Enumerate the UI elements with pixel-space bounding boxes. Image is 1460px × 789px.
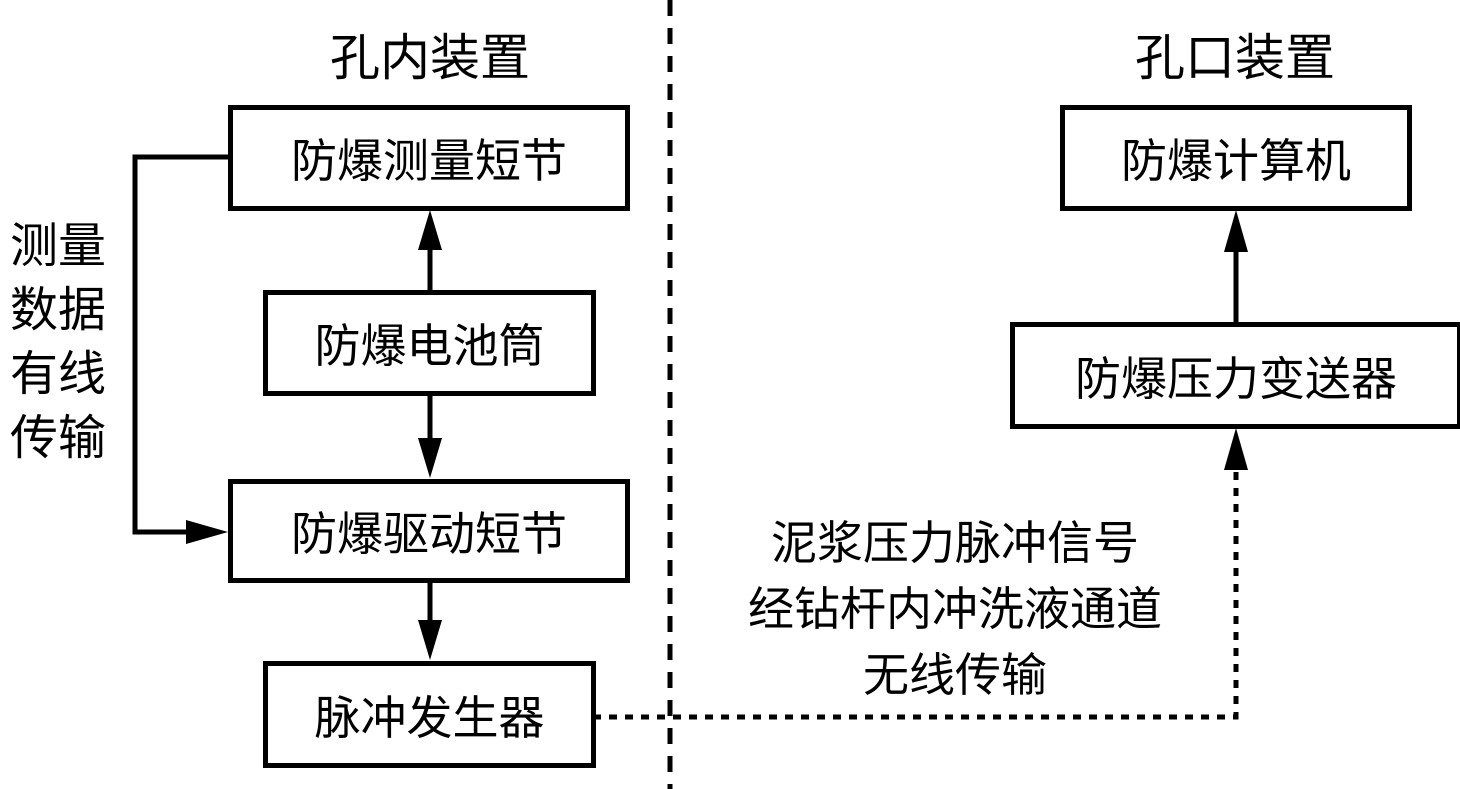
wireless-transfer-arrowhead bbox=[1224, 428, 1248, 470]
wired-label-line: 有线 bbox=[9, 346, 106, 402]
wired-transfer-arrowhead bbox=[186, 520, 228, 544]
wireless-label-line: 经钻杆内冲洗液通道 bbox=[748, 582, 1162, 636]
measurement-sub-box: 防爆测量短节 bbox=[228, 105, 630, 211]
wired-label-line: 传输 bbox=[9, 410, 106, 466]
wireless-label-line: 无线传输 bbox=[863, 648, 1047, 702]
computer-box: 防爆计算机 bbox=[1060, 105, 1412, 211]
measurement-sub-label: 防爆测量短节 bbox=[291, 134, 567, 188]
pressure-transmitter-label: 防爆压力变送器 bbox=[1075, 351, 1397, 406]
battery-tube-box: 防爆电池筒 bbox=[263, 290, 596, 396]
wired-label-line: 测量 bbox=[9, 218, 106, 274]
wireless-transfer-line bbox=[593, 470, 1239, 720]
drive-sub-label: 防爆驱动短节 bbox=[291, 507, 567, 561]
surface-heading: 孔口装置 bbox=[1135, 29, 1335, 87]
wired-transfer-label: 测量 数据 有线 传输 bbox=[2, 214, 114, 470]
pulse-generator-box: 脉冲发生器 bbox=[263, 661, 596, 768]
arrow-battery-to-drive-head bbox=[418, 438, 442, 478]
arrow-transmitter-to-computer-head bbox=[1224, 210, 1248, 252]
pulse-generator-label: 脉冲发生器 bbox=[314, 690, 545, 745]
wired-transfer-line bbox=[132, 154, 230, 535]
downhole-heading: 孔内装置 bbox=[330, 29, 530, 87]
wired-label-line: 数据 bbox=[9, 282, 106, 338]
battery-tube-label: 防爆电池筒 bbox=[314, 319, 545, 373]
arrow-drive-to-pulse-head bbox=[418, 620, 442, 660]
wireless-transfer-label: 泥浆压力脉冲信号 经钻杆内冲洗液通道 无线传输 bbox=[685, 510, 1225, 708]
pressure-transmitter-box: 防爆压力变送器 bbox=[1010, 322, 1460, 429]
drive-sub-box: 防爆驱动短节 bbox=[228, 479, 630, 583]
arrow-battery-to-measurement-head bbox=[418, 210, 442, 250]
wireless-label-line: 泥浆压力脉冲信号 bbox=[771, 516, 1139, 570]
computer-label: 防爆计算机 bbox=[1121, 134, 1351, 188]
